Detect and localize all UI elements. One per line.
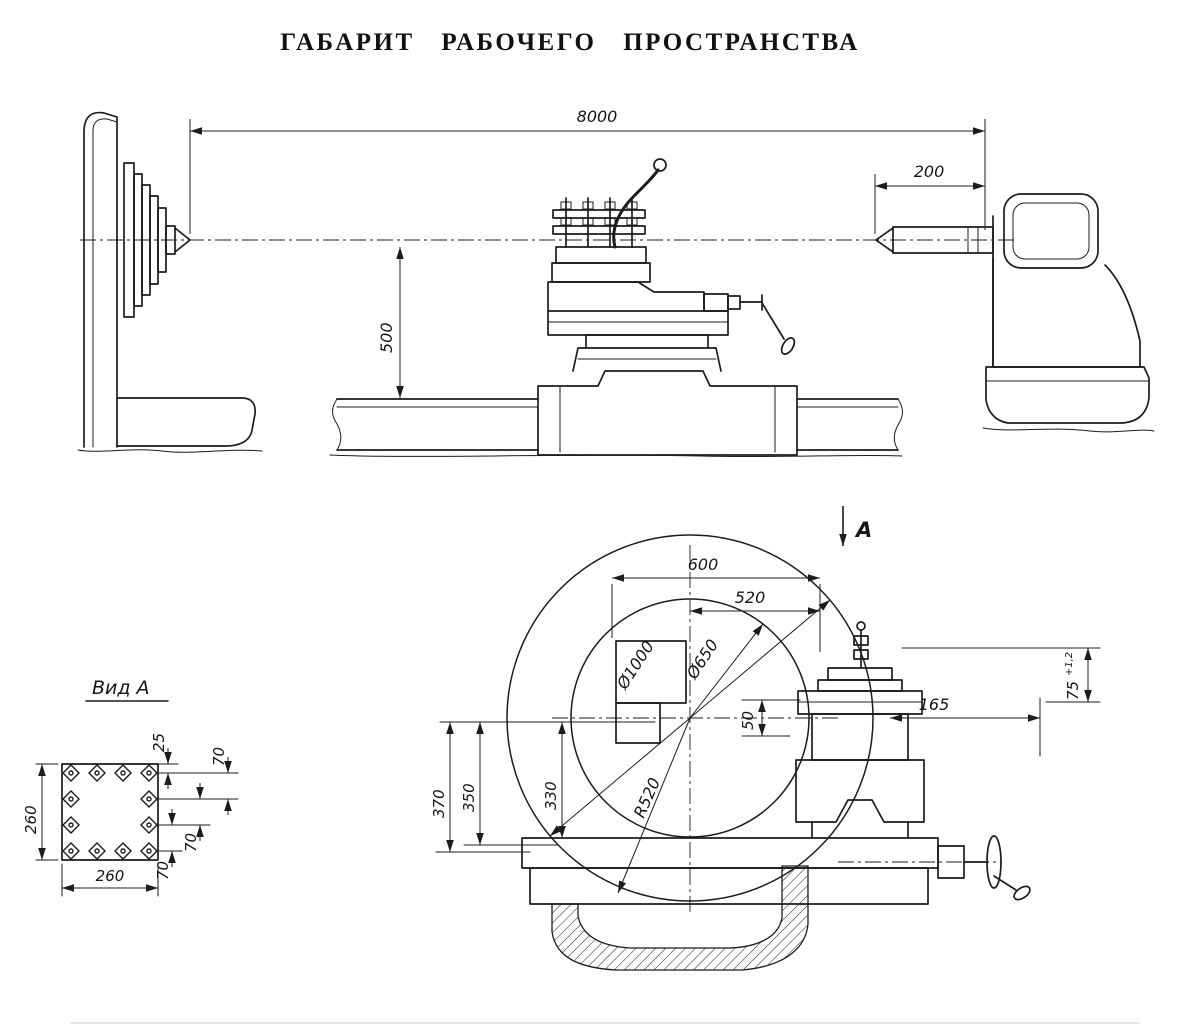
dim-600-group: 600 — [611, 555, 821, 652]
tool-post-end-view — [795, 621, 925, 839]
dim-520: 520 — [735, 588, 766, 607]
tailstock-body — [992, 257, 1141, 368]
dim-70-3: 70 — [154, 861, 172, 880]
dim-260-bottom-group: 260 — [61, 863, 159, 897]
tool-post-lever — [612, 168, 660, 249]
machine-bed — [329, 398, 903, 458]
dim-350: 350 — [460, 783, 478, 812]
swing-circle-1000 — [506, 534, 874, 902]
dim-165-group: 165 — [890, 695, 1041, 757]
tailstock-handwheel — [1003, 193, 1099, 269]
headstock — [77, 111, 263, 453]
dim-70-2: 70 — [182, 833, 200, 852]
dim-50-group: 50 — [739, 699, 801, 737]
dim-600: 600 — [688, 555, 719, 574]
carriage-assembly — [537, 158, 798, 456]
dim-260-left: 260 — [22, 805, 40, 834]
dim-330: 330 — [542, 781, 560, 810]
chuck — [123, 162, 191, 318]
side-view: 8000 200 500 — [77, 107, 1155, 458]
view-arrow-a: А — [839, 506, 872, 546]
compound-slide — [547, 310, 729, 336]
carriage-saddle — [537, 370, 798, 456]
chuck-center-point — [174, 227, 191, 253]
cross-slide — [572, 347, 722, 372]
bolt-holes — [62, 764, 158, 860]
svg-text:75 +1,2: 75 +1,2 — [1064, 652, 1082, 700]
dim-260-bottom: 260 — [96, 867, 125, 885]
view-a: Вид А 260 260 — [22, 677, 239, 897]
tailstock-base — [985, 366, 1150, 424]
drawing-title: ГАБАРИТ РАБОЧЕГО ПРОСТРАНСТВА — [280, 29, 859, 56]
dim-8000-group: 8000 — [189, 107, 986, 234]
dim-500-group: 500 — [377, 247, 404, 398]
tailstock — [875, 193, 1155, 433]
dim-75-tolerance: +1,2 — [1064, 652, 1075, 676]
r520-leader — [617, 717, 691, 894]
dim-25: 25 — [150, 733, 168, 752]
lever-ball — [653, 158, 667, 172]
dia-650-leader — [689, 623, 764, 719]
clamp-studs — [560, 197, 638, 248]
view-arrow-label: А — [854, 518, 872, 542]
dim-heights-group: 370 350 330 — [430, 721, 656, 853]
faceplate-outline — [61, 763, 159, 861]
dim-200-group: 200 — [874, 162, 985, 234]
view-a-label: Вид А — [92, 677, 150, 699]
dim-70-1: 70 — [210, 747, 228, 766]
dim-75: 75 — [1064, 681, 1082, 700]
dim-hole-spacing-group: 25 70 70 70 — [150, 733, 239, 880]
bed-section — [521, 835, 1031, 905]
dim-75-group: 75 +1,2 — [901, 647, 1101, 703]
tool-clamp-rail — [552, 209, 646, 219]
dim-8000: 8000 — [577, 107, 618, 126]
dim-370: 370 — [430, 789, 448, 818]
pedestal-section — [551, 865, 809, 971]
dim-165: 165 — [919, 695, 950, 714]
dim-200: 200 — [914, 162, 945, 181]
tool-clamp-rail — [552, 225, 646, 235]
dim-520-group: 520 — [690, 588, 820, 615]
dim-260-left-group: 260 — [22, 763, 59, 861]
cross-feed-crank — [727, 294, 796, 355]
dim-500: 500 — [377, 322, 396, 353]
end-view: А Ø1000 Ø650 R520 600 520 — [430, 506, 1101, 971]
tailstock-center-point — [875, 227, 894, 253]
apron-handwheel — [937, 835, 1031, 901]
dim-50: 50 — [739, 711, 757, 730]
